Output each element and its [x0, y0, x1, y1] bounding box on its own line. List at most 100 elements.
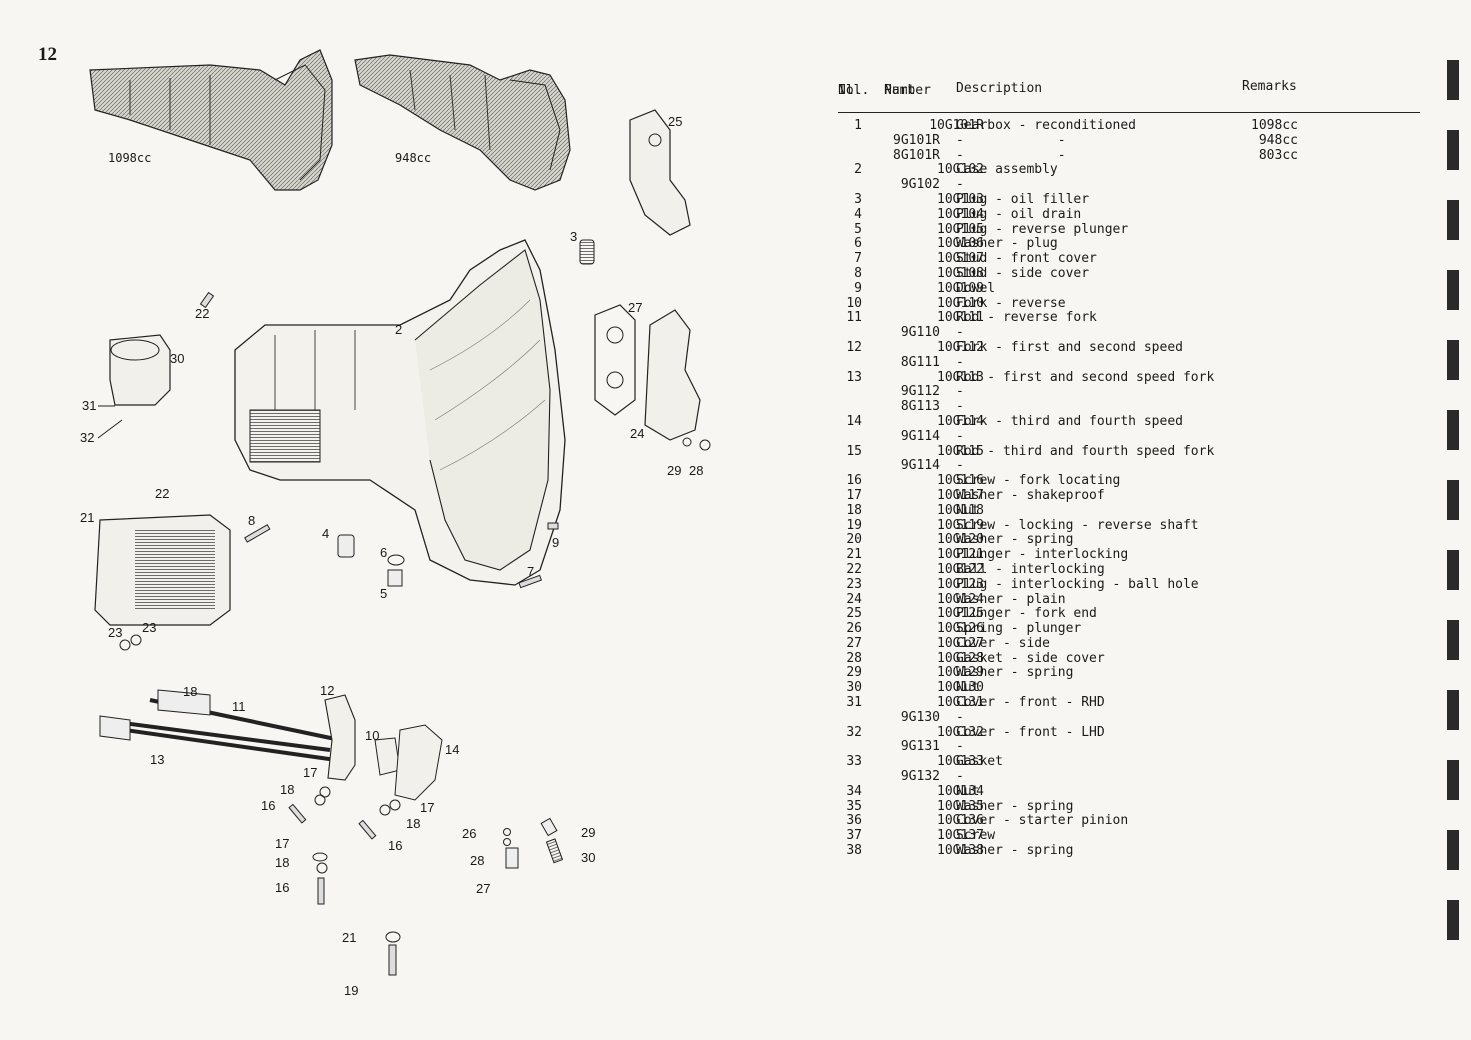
callout-16b: 16: [388, 838, 402, 853]
table-row: 8G113-: [838, 399, 1420, 415]
cell-part-number: 8G111: [900, 354, 940, 370]
gearbox-1098cc-illustration: [89, 49, 333, 191]
cell-ill-no: 33: [846, 754, 862, 770]
cell-part-number: 9G130: [900, 709, 940, 725]
cell-description: Ball - interlocking: [956, 561, 1105, 577]
cell-ill-no: 22: [846, 561, 862, 577]
plug-washer-shape: [387, 554, 405, 566]
cell-part-number: 10G123: [937, 576, 984, 592]
callout-36: 30: [170, 351, 184, 366]
cell-description: Fork - first and second speed: [956, 339, 1183, 355]
cell-description: Washer - plain: [956, 591, 1066, 607]
rod-end-block-2: [157, 689, 211, 716]
callout-17c: 17: [275, 836, 289, 851]
cell-ill-no: 27: [846, 635, 862, 651]
exploded-gearbox-diagram: 1098cc 948cc 25 3 2 22 27: [70, 40, 770, 1020]
cell-description: Gearbox - reconditioned: [956, 118, 1137, 133]
callout-5: 5: [380, 586, 387, 601]
reverse-shaft-locking-screw-shape: [388, 944, 397, 976]
callout-18b: 18: [406, 816, 420, 831]
fork-fixings-group: [288, 786, 401, 905]
cell-part-number: 10G114: [937, 413, 984, 429]
cell-description: -: [956, 739, 964, 755]
callout-15: 18: [183, 684, 197, 699]
spring-washer-shape: [119, 639, 131, 651]
cell-description: Washer - shakeproof: [956, 487, 1105, 503]
cell-ill-no: 20: [846, 532, 862, 548]
cell-description: Cover - front - LHD: [956, 724, 1105, 740]
cell-ill-no: 38: [846, 843, 862, 859]
cell-part-number: 9G131: [900, 739, 940, 755]
header-remarks: Remarks: [1242, 79, 1297, 94]
cell-part-number: 10G126: [937, 621, 984, 637]
cell-description: Rod - reverse fork: [956, 310, 1097, 326]
case-side-aperture: [249, 409, 321, 463]
header-number: Number: [884, 83, 931, 98]
table-row: 9G101R- -948cc: [838, 132, 1420, 149]
cell-description: Dowel: [956, 280, 996, 296]
cell-ill-no: 18: [846, 502, 862, 518]
cell-ill-no: 12: [846, 339, 862, 355]
cell-description: -: [956, 177, 964, 193]
cell-part-number: 10G135: [937, 798, 984, 814]
binding-tab: [1447, 900, 1459, 940]
cell-part-number: 9G110: [900, 325, 940, 341]
front-cover-rhd-shape: [644, 309, 701, 441]
cell-ill-no: 6: [854, 236, 862, 252]
callout-16a: 16: [261, 798, 275, 813]
third-fourth-fork-shape: [394, 724, 443, 801]
cell-ill-no: 35: [846, 798, 862, 814]
cell-ill-no: 1: [854, 118, 862, 133]
callout-19: 19: [344, 983, 358, 998]
binding-tab: [1447, 550, 1459, 590]
cell-part-number: 9G102: [900, 177, 940, 193]
variant-label-1098cc: 1098cc: [108, 151, 151, 165]
binding-tab: [1447, 620, 1459, 660]
dowel-shape: [547, 522, 559, 530]
cell-part-number: 10G116: [937, 473, 984, 489]
cell-description: Fork - third and fourth speed: [956, 413, 1183, 429]
cell-part-number: 10G103: [937, 191, 984, 207]
cell-description: - -: [956, 132, 1066, 148]
cell-part-number: 10G102: [937, 162, 984, 178]
cell-ill-no: 30: [846, 680, 862, 696]
callout-25: 29: [581, 825, 595, 840]
gasket-hole-lower: [606, 371, 624, 389]
callout-34: 28: [689, 463, 703, 478]
callout-27: 21: [80, 510, 94, 525]
callout-2: 2: [395, 322, 402, 337]
cell-ill-no: 8: [854, 265, 862, 281]
diagram-canvas: 1098cc 948cc 25 3 2 22 27: [80, 49, 711, 998]
reverse-plunger-plug-shape: [387, 569, 403, 587]
table-row: 8G111-: [838, 354, 1420, 371]
cell-part-number: 10G107: [937, 251, 984, 267]
callout-14: 14: [445, 742, 459, 757]
cell-ill-no: 25: [846, 606, 862, 622]
binding-tab: [1447, 270, 1459, 310]
gearbox-948cc-illustration: [354, 54, 571, 191]
ball-hole-plug-shape: [505, 847, 519, 869]
binding-edge: [1447, 60, 1461, 1000]
fork-end-plunger-shape: [540, 817, 558, 837]
cell-part-number: 10G118: [937, 502, 984, 518]
cell-part-number: 10G128: [937, 650, 984, 666]
callout-38: 32: [80, 430, 94, 445]
front-cover-lhd-hole: [648, 133, 662, 147]
